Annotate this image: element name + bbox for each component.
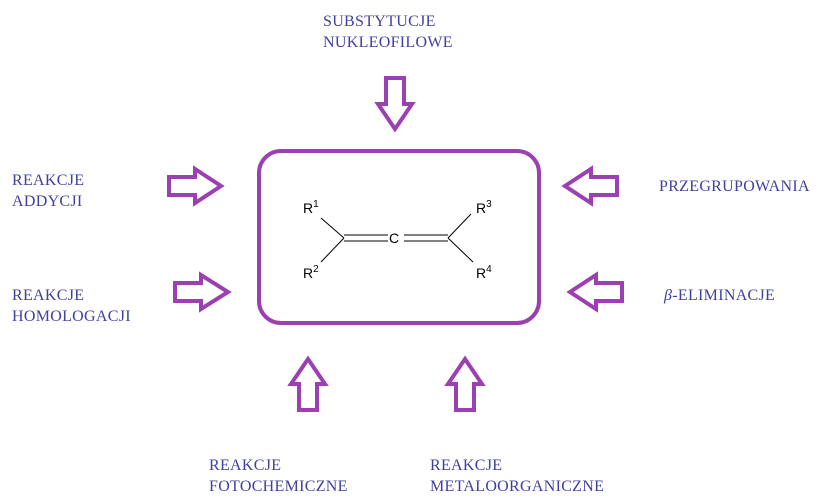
- beta-symbol: β: [664, 287, 673, 304]
- r1-label: R1: [303, 199, 319, 216]
- label-line: SUBSTYTUCJE: [323, 13, 436, 30]
- label-line: REAKCJE: [209, 457, 282, 474]
- r3-label: R3: [476, 199, 492, 216]
- arrow-left-eliminacje: [566, 271, 624, 313]
- r4-label: R4: [476, 264, 492, 281]
- arrow-up-metaloorganiczne: [444, 355, 486, 412]
- bond-r4: [447, 237, 474, 263]
- label-line: METALOORGANICZNE: [430, 478, 605, 495]
- bond-r1: [320, 217, 345, 239]
- label-line: REAKCJE: [12, 287, 85, 304]
- bond-r3: [447, 213, 472, 239]
- label-line: REAKCJE: [12, 172, 85, 189]
- label-line: REAKCJE: [430, 457, 503, 474]
- allene-box: [257, 149, 541, 325]
- arrow-down-top: [374, 76, 416, 133]
- arrow-right-addycji: [167, 165, 225, 207]
- label-line: ADDYCJI: [12, 193, 83, 210]
- label-line: HOMOLOGACJI: [12, 308, 131, 325]
- label-reakcje-metaloorganiczne: REAKCJE METALOORGANICZNE: [430, 455, 604, 497]
- r2-label: R2: [303, 264, 319, 281]
- label-line: NUKLEOFILOWE: [323, 34, 453, 51]
- label-reakcje-homologacji: REAKCJE HOMOLOGACJI: [12, 285, 131, 327]
- label-line: PRZEGRUPOWANIA: [659, 178, 810, 195]
- label-substytucje-nukleofilowe: SUBSTYTUCJE NUKLEOFILOWE: [323, 11, 453, 53]
- arrow-left-przegrupowania: [561, 165, 619, 207]
- label-przegrupowania: PRZEGRUPOWANIA: [659, 176, 810, 197]
- label-beta-eliminacje: β-ELIMINACJE: [664, 285, 775, 306]
- arrow-right-homologacji: [173, 271, 232, 313]
- label-line: β-ELIMINACJE: [664, 285, 775, 306]
- label-reakcje-addycji: REAKCJE ADDYCJI: [12, 170, 84, 212]
- label-reakcje-fotochemiczne: REAKCJE FOTOCHEMICZNE: [209, 455, 348, 497]
- central-carbon-label: C: [389, 230, 399, 246]
- bond-r2: [320, 237, 345, 263]
- allene-structure: C R1 R2 R3 R4: [303, 199, 492, 281]
- eliminacje-text: -ELIMINACJE: [672, 287, 776, 304]
- label-line: FOTOCHEMICZNE: [209, 478, 348, 495]
- arrow-up-fotochemiczne: [287, 355, 329, 412]
